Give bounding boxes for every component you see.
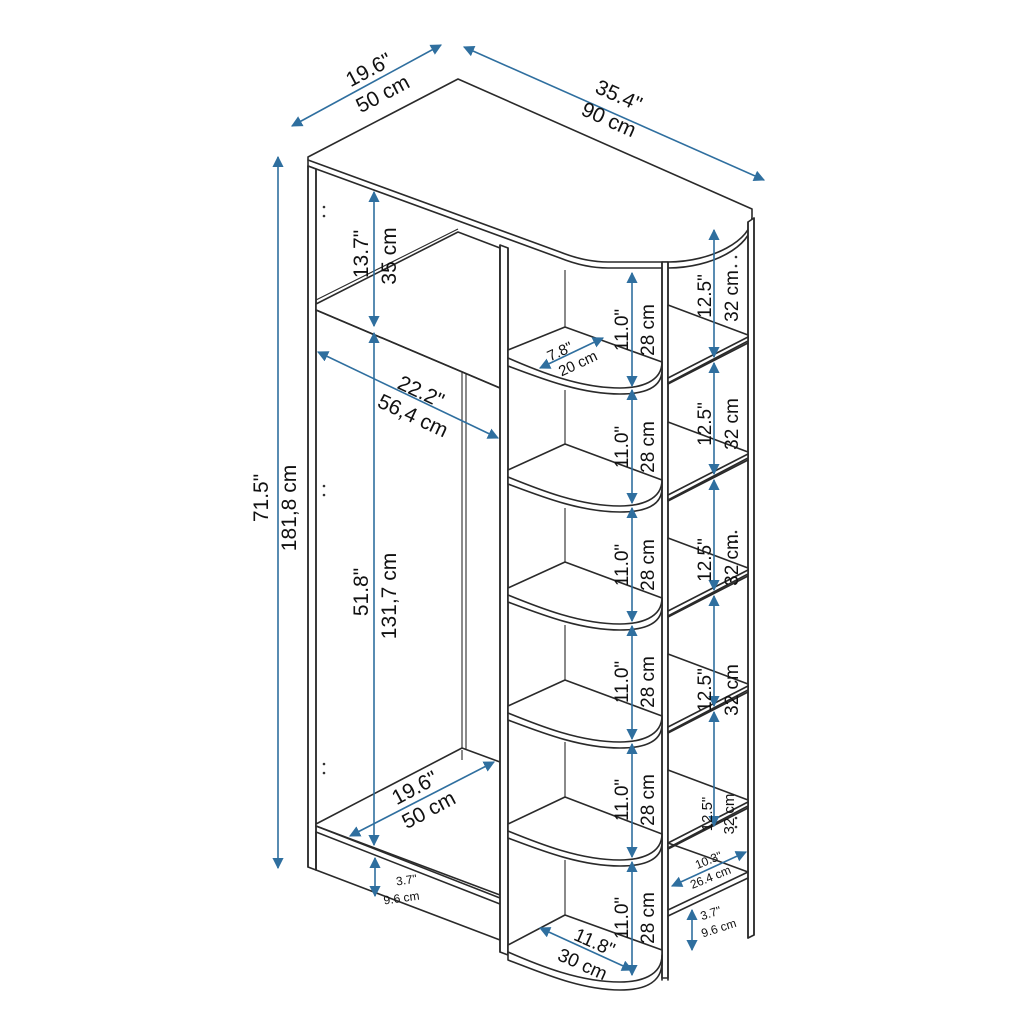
label-middle-spacing-cm: 28 cm xyxy=(638,892,659,944)
label-middle-spacing-cm: 28 cm xyxy=(638,656,659,708)
label-middle-spacing-in: 11.0" xyxy=(612,661,633,703)
corner-shelf xyxy=(507,561,663,631)
left-side-panel xyxy=(307,165,317,871)
label-right-spacing-in: 12.5" xyxy=(695,274,716,318)
label-middle-spacing-in: 11.0" xyxy=(612,426,633,468)
label-middle-spacing-in: 11.0" xyxy=(612,779,633,821)
dimension-lines xyxy=(272,44,766,977)
label-total-height-in: 71.5" xyxy=(250,474,273,522)
label-middle-spacing-cm: 28 cm xyxy=(638,421,659,473)
label-right-spacing-cm: 32 cm xyxy=(722,534,743,586)
right-shelf xyxy=(667,537,749,617)
label-plinth-right-in: 3.7" xyxy=(699,903,723,923)
label-right-spacing-cm: 32 cm xyxy=(722,664,743,716)
corner-shelf xyxy=(507,679,663,749)
label-right-shelf-depth-cm: 26.4 cm xyxy=(688,863,733,892)
label-middle-spacing-cm: 28 cm xyxy=(638,539,659,591)
label-hanging-height-cm: 131,7 cm xyxy=(378,553,401,639)
label-right-spacing-cm: 32 cm xyxy=(722,398,743,450)
right-side-panel xyxy=(747,217,755,939)
dimension-labels: 19.6" 50 cm 35.4" 90 cm 71.5" 181,8 cm 1… xyxy=(250,49,743,985)
label-right-spacing-in: 12.5" xyxy=(695,668,716,712)
label-middle-spacing-cm: 28 cm xyxy=(638,774,659,826)
middle-divider xyxy=(499,244,509,956)
label-right-spacing-in: 12.5" xyxy=(695,538,716,582)
corner-shelf xyxy=(507,796,663,867)
label-top-compartment-cm: 35 cm xyxy=(378,227,401,284)
label-middle-spacing-cm: 28 cm xyxy=(638,304,659,356)
wardrobe-body xyxy=(307,78,755,991)
label-right-spacing-cm: 32 cm xyxy=(722,270,743,322)
right-shelf xyxy=(667,653,749,733)
label-middle-spacing-in: 11.0" xyxy=(612,544,633,586)
right-shelves xyxy=(667,304,749,917)
label-right-spacing-in: 12.5" xyxy=(695,402,716,446)
label-middle-spacing-in: 11.0" xyxy=(612,897,633,939)
label-middle-spacing-in: 11.0" xyxy=(612,309,633,351)
right-shelf xyxy=(667,304,749,384)
label-hanging-height-in: 51.8" xyxy=(350,568,373,616)
label-right-spacing-cm: 32 cm xyxy=(721,794,738,835)
corner-shelf xyxy=(507,443,663,513)
label-total-height-cm: 181,8 cm xyxy=(278,465,301,551)
label-plinth-left-cm: 9.6 cm xyxy=(383,889,421,908)
hole-markers xyxy=(322,205,738,829)
label-right-spacing-in: 12.5" xyxy=(699,797,716,832)
right-divider xyxy=(661,261,669,979)
label-top-compartment-in: 13.7" xyxy=(350,230,373,278)
label-plinth-left-in: 3.7" xyxy=(395,872,418,889)
right-shelf xyxy=(667,769,749,849)
right-shelf xyxy=(667,421,749,501)
